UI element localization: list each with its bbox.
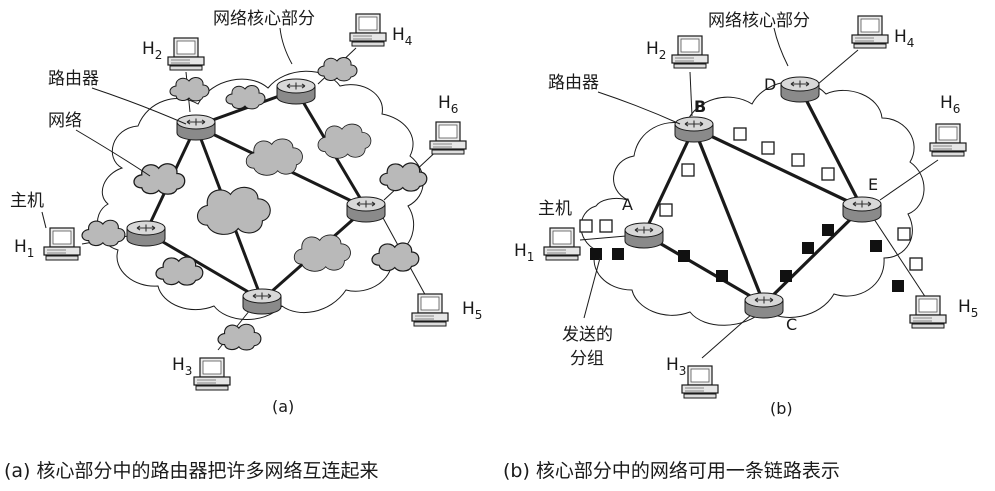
caption-a: (a) 核心部分中的路由器把许多网络互连起来	[4, 460, 379, 482]
host-h2-label-b: H2	[646, 39, 666, 62]
panel-a: 网络核心部分 路由器 网络 主机 H1 H2 H3 H4 H5 H6 (a)	[10, 9, 482, 416]
host-label-b: 主机	[538, 199, 572, 219]
host-h4-label-a: H4	[392, 25, 412, 48]
host-h1-label-a: H1	[14, 237, 34, 260]
router-label-b: 路由器	[548, 73, 599, 93]
callouts-a	[41, 27, 293, 229]
router-c-label: C	[786, 315, 797, 334]
host-h5-label-b: H5	[958, 297, 978, 320]
host-h3-label-b: H3	[666, 355, 686, 378]
host-h5-label-a: H5	[462, 299, 482, 322]
host-h6-label-b: H6	[940, 93, 960, 116]
host-h3-label-a: H3	[172, 355, 192, 378]
callouts-b	[583, 27, 789, 319]
router-e-label: E	[868, 175, 878, 194]
router-d-label: D	[764, 75, 776, 94]
core-outline-a	[97, 70, 424, 320]
host-h4-label-b: H4	[894, 27, 914, 50]
core-label-b: 网络核心部分	[708, 11, 810, 31]
packets-empty	[579, 127, 923, 271]
host-links-b	[579, 49, 939, 359]
core-outline-b	[580, 80, 925, 326]
host-h1-label-b: H1	[514, 241, 534, 264]
links-b	[642, 87, 864, 306]
network-label-a: 网络	[48, 111, 82, 131]
panel-tag-a: (a)	[272, 397, 294, 416]
host-h2-label-a: H2	[142, 39, 162, 62]
panel-tag-b: (b)	[770, 399, 793, 418]
core-label-a: 网络核心部分	[213, 9, 315, 29]
router-a-label: A	[622, 195, 633, 214]
panel-b: 网络核心部分 路由器 主机 A B C D E H1 H2 H3 H4 H5 H…	[514, 11, 978, 418]
router-label-a: 路由器	[48, 69, 99, 89]
packets-label-line1: 发送的	[562, 325, 613, 345]
router-b-label: B	[694, 97, 706, 116]
host-label-a: 主机	[10, 191, 44, 211]
caption-b: (b) 核心部分中的网络可用一条链路表示	[503, 460, 840, 482]
packets-label-line2: 分组	[570, 349, 604, 369]
host-h6-label-a: H6	[438, 93, 458, 116]
packets-filled	[590, 224, 904, 292]
